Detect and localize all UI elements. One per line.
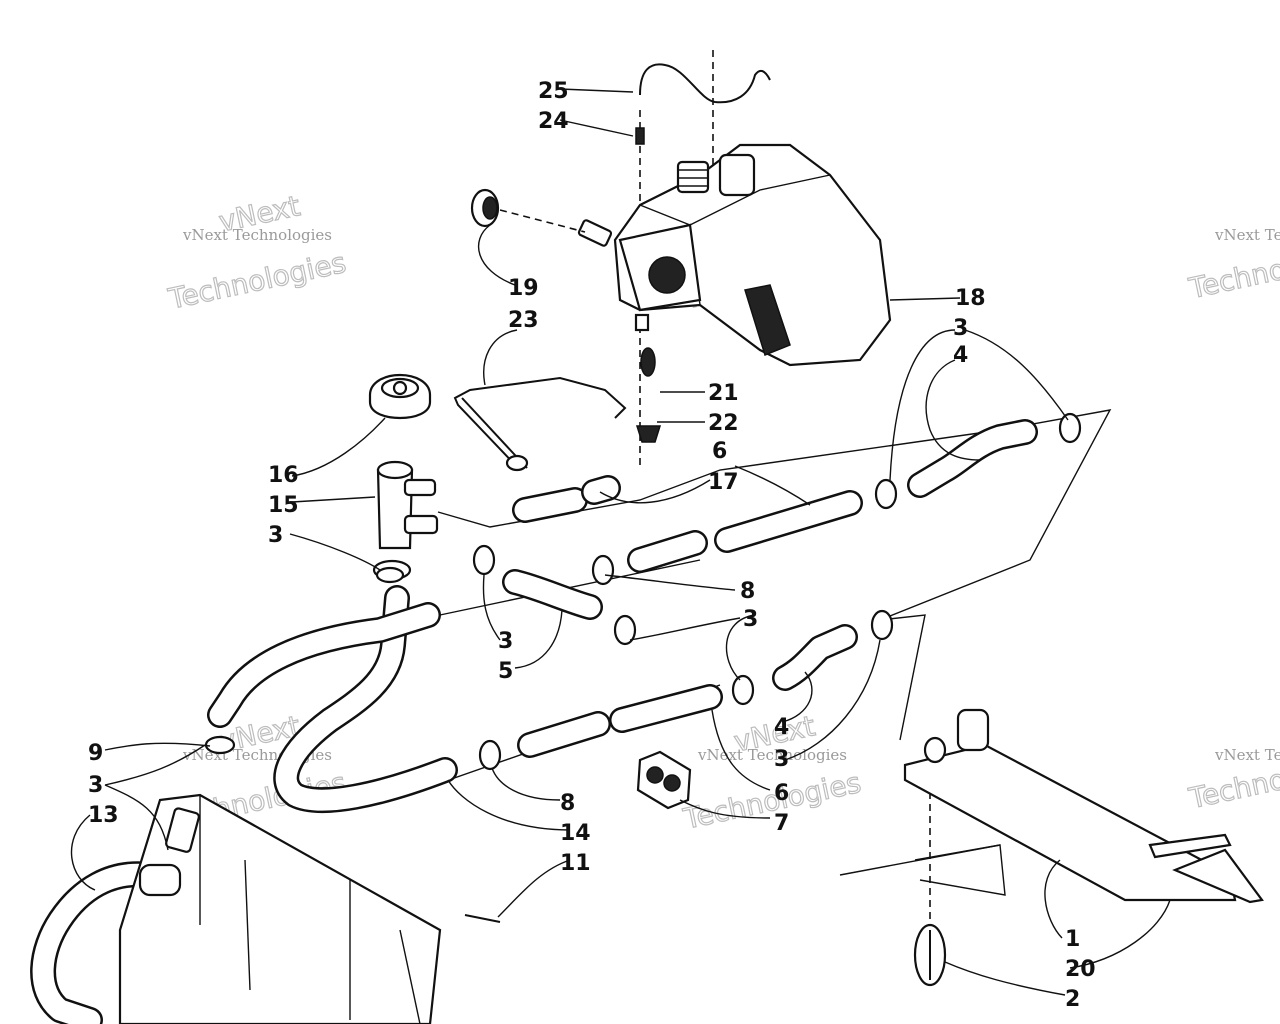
overflow-tank: [577, 143, 892, 367]
callout-20: 20: [1065, 957, 1096, 982]
watermark-text: vNext Technologies: [182, 226, 332, 244]
fittings-21-22: [635, 347, 662, 443]
callout-9: 9: [88, 741, 103, 766]
callout-8-a: 8: [740, 579, 755, 604]
radiator: [118, 793, 501, 1024]
callout-25: 25: [538, 79, 569, 104]
callout-11: 11: [560, 851, 591, 876]
callout-2: 2: [1065, 987, 1080, 1012]
callout-21: 21: [708, 381, 739, 406]
callout-3-c: 3: [743, 607, 758, 632]
callout-6-b: 6: [774, 781, 789, 806]
callout-1: 1: [1065, 927, 1080, 952]
watermark-logo: Technologies: [1186, 235, 1280, 305]
callout-4-a: 4: [953, 343, 968, 368]
callout-3-a: 3: [953, 316, 968, 341]
callout-22: 22: [708, 411, 739, 436]
callout-23: 23: [508, 308, 539, 333]
callout-7: 7: [774, 811, 789, 836]
callout-15: 15: [268, 493, 299, 518]
grommet: [636, 750, 692, 810]
tank-cap: [470, 188, 586, 233]
callout-17: 17: [708, 470, 739, 495]
callout-24: 24: [538, 109, 569, 134]
vent-hose: [635, 63, 771, 145]
callout-3-d: 3: [498, 629, 513, 654]
watermark-text: vNext Technologies: [1214, 746, 1280, 764]
watermark-logo: Technologies: [680, 766, 864, 836]
callout-5: 5: [498, 659, 513, 684]
watermark-text: vNext Technologies: [1214, 226, 1280, 244]
callout-14: 14: [560, 821, 591, 846]
callout-6-a: 6: [712, 439, 727, 464]
callout-4-b: 4: [774, 715, 789, 740]
filler-neck: [368, 373, 439, 581]
watermark-logo: Technologies: [165, 246, 349, 316]
hose-assembly: [30, 419, 1038, 1024]
callout-19: 19: [508, 276, 539, 301]
callout-3-e: 3: [774, 747, 789, 772]
callout-18: 18: [955, 286, 986, 311]
callout-3-b: 3: [268, 523, 283, 548]
callout-13: 13: [88, 803, 119, 828]
hose-clamps: [204, 412, 1082, 771]
callout-labels: 25 24 19 23 18 3 4 21 22 6 17 16 15 3 8 …: [88, 79, 1096, 1012]
watermark-text: vNext Technologies: [697, 746, 847, 764]
mount-bracket: [453, 376, 627, 472]
callout-8-b: 8: [560, 791, 575, 816]
callout-3-f: 3: [88, 773, 103, 798]
callout-16: 16: [268, 463, 299, 488]
heat-exchanger: [903, 708, 1264, 987]
leader-lines: [70, 88, 1171, 996]
